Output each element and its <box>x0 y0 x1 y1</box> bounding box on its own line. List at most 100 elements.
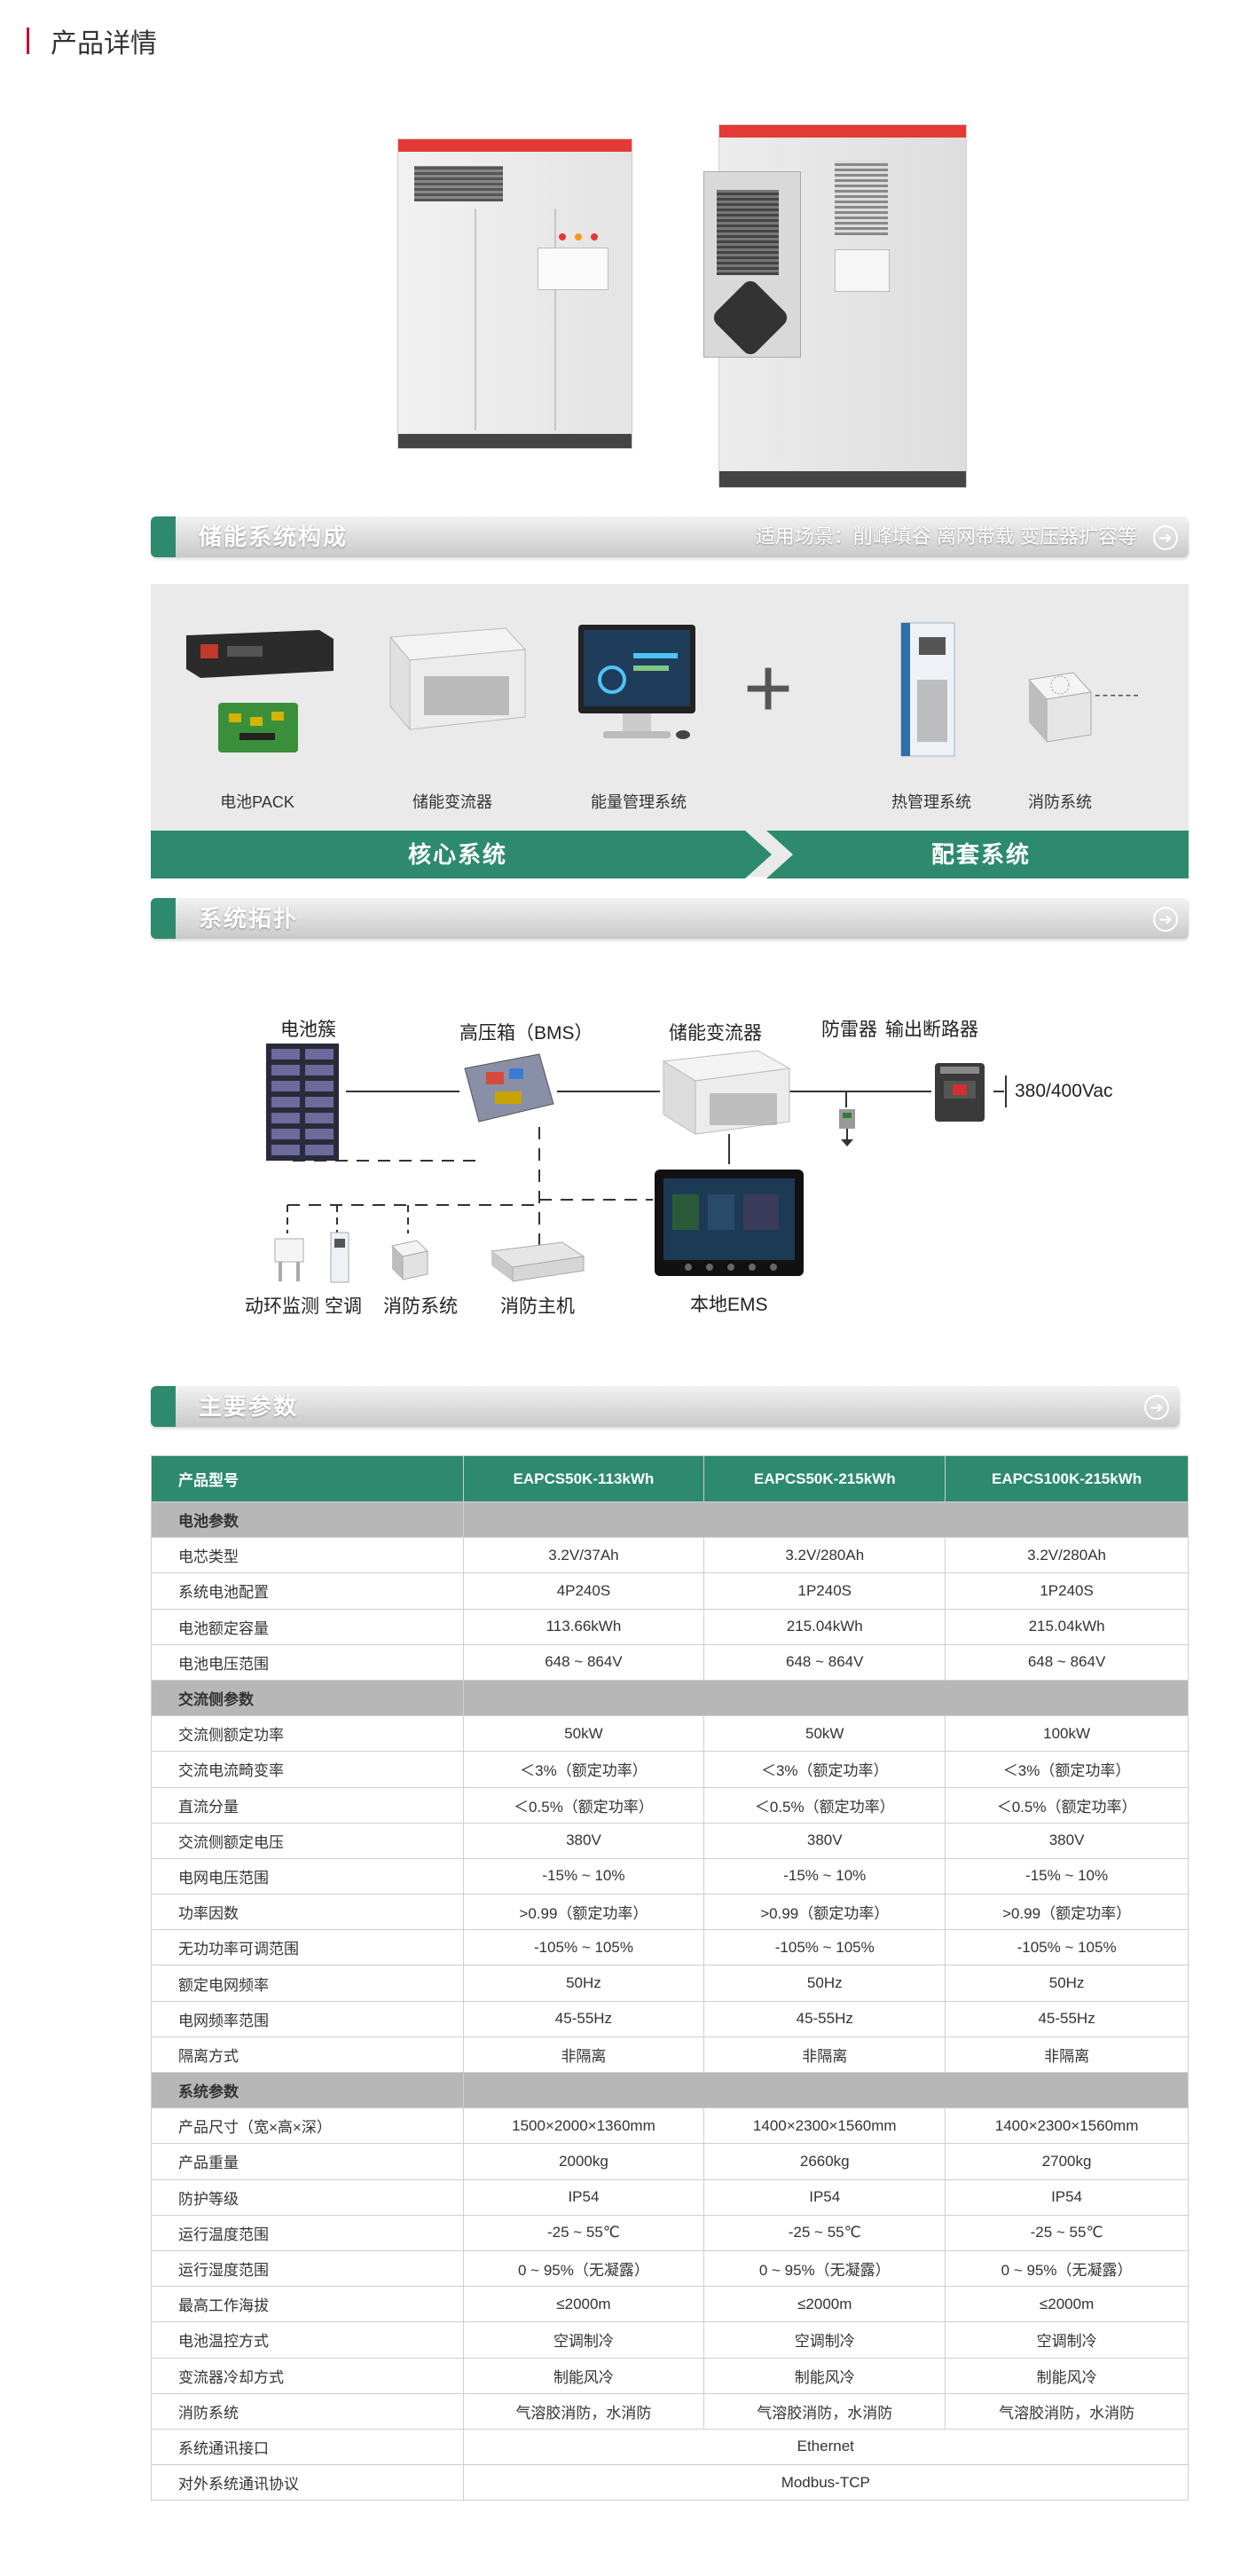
param-name: 隔离方式 <box>151 2036 464 2074</box>
param-value: 空调制冷 <box>462 2321 705 2359</box>
param-value: 215.04kWh <box>945 1608 1189 1645</box>
group-fill <box>462 1679 1189 1717</box>
param-value: 0 ~ 95%（无凝露） <box>703 2249 946 2288</box>
arrow-right-icon[interactable]: ➔ <box>1153 907 1178 932</box>
param-value: 1P240S <box>945 1572 1189 1610</box>
core-system-band <box>151 831 772 878</box>
table-group-row: 交流侧参数 <box>151 1679 1189 1717</box>
topology-diagram: 电池簇 高压箱（BMS） 储能变流器 防雷器 输出断路器 <box>151 976 1189 1349</box>
param-value: Modbus-TCP <box>462 2464 1189 2501</box>
ac-label: 空调 <box>325 1296 362 1317</box>
param-value: ≤2000m <box>462 2286 705 2323</box>
pcs-label: 储能变流器 <box>669 1023 762 1044</box>
param-value: 1400×2300×1560mm <box>945 2107 1189 2145</box>
table-row: 直流分量＜0.5%（额定功率）＜0.5%（额定功率）＜0.5%（额定功率） <box>151 1786 1189 1824</box>
fire-host-icon <box>490 1241 585 1282</box>
param-value: 45-55Hz <box>703 2000 946 2037</box>
param-value: 380V <box>462 1822 705 1859</box>
param-value: 1500×2000×1360mm <box>462 2107 705 2145</box>
param-value: 1400×2300×1560mm <box>703 2107 946 2145</box>
param-value: IP54 <box>462 2178 705 2216</box>
cabinet-front-image <box>397 138 632 449</box>
param-value: 648 ~ 864V <box>462 1643 705 1681</box>
hv-box-icon <box>464 1053 554 1123</box>
param-value: 648 ~ 864V <box>703 1643 946 1681</box>
param-value: ＜3%（额定功率） <box>462 1751 705 1788</box>
arrow-right-icon[interactable]: ➔ <box>1153 525 1178 550</box>
param-value: 2660kg <box>703 2143 946 2180</box>
param-name: 系统电池配置 <box>151 1572 464 1610</box>
table-row: 运行温度范围-25 ~ 55℃-25 ~ 55℃-25 ~ 55℃ <box>151 2214 1189 2251</box>
support-system-label: 配套系统 <box>931 841 1032 868</box>
param-name: 直流分量 <box>151 1786 464 1824</box>
param-name: 电池额定容量 <box>151 1608 464 1645</box>
param-value: >0.99（额定功率） <box>945 1894 1189 1931</box>
group-fill <box>462 2071 1189 2109</box>
param-value: ≤2000m <box>703 2286 946 2323</box>
param-value: 非隔离 <box>703 2036 946 2074</box>
param-value: 非隔离 <box>945 2036 1189 2074</box>
monitor-icon <box>578 625 695 739</box>
hv-box-label: 高压箱（BMS） <box>459 1023 593 1044</box>
cabinet-angle-image <box>703 124 967 488</box>
param-value: IP54 <box>945 2178 1189 2216</box>
param-value: 非隔离 <box>462 2036 705 2074</box>
pcs-icon <box>662 1050 791 1135</box>
thermal-management-icon <box>900 622 955 757</box>
breaker-label: 输出断路器 <box>885 1020 978 1040</box>
param-name: 产品重量 <box>151 2143 464 2180</box>
param-name: 电池温控方式 <box>151 2321 464 2359</box>
table-row: 隔离方式非隔离非隔离非隔离 <box>151 2036 1189 2074</box>
env-monitor-label: 动环监测 <box>245 1296 319 1317</box>
param-value: 50kW <box>462 1715 705 1753</box>
support-system-band <box>766 831 1189 878</box>
arrow-right-icon[interactable]: ➔ <box>1144 1395 1169 1420</box>
param-name: 运行湿度范围 <box>151 2249 464 2288</box>
param-value: ＜3%（额定功率） <box>703 1751 946 1788</box>
param-value: 2000kg <box>462 2143 705 2180</box>
battery-cluster-label: 电池簇 <box>280 1020 336 1040</box>
more-dots: ------ <box>1095 685 1141 705</box>
param-name: 消防系统 <box>151 2392 464 2430</box>
group-fill <box>462 1501 1189 1539</box>
param-value: Ethernet <box>462 2428 1189 2466</box>
param-value: 50Hz <box>703 1965 946 2002</box>
surge-arrester-icon <box>839 1109 855 1146</box>
arrester-label: 防雷器 <box>821 1020 877 1040</box>
param-name: 电网电压范围 <box>151 1857 464 1895</box>
param-name: 防护等级 <box>151 2178 464 2216</box>
section-bar-params: 主要参数 ➔ <box>151 1386 1180 1427</box>
table-row: 最高工作海拔≤2000m≤2000m≤2000m <box>151 2286 1189 2323</box>
param-value: 4P240S <box>462 1572 705 1610</box>
header-cell: EAPCS100K-215kWh <box>945 1455 1189 1502</box>
section-title: 主要参数 <box>199 1393 299 1420</box>
group-label: 电池参数 <box>151 1501 464 1539</box>
param-value: >0.99（额定功率） <box>462 1894 705 1931</box>
param-value: 45-55Hz <box>945 2000 1189 2037</box>
param-value: 制能风冷 <box>462 2357 705 2394</box>
param-name: 电芯类型 <box>151 1537 464 1574</box>
table-row: 电网电压范围-15% ~ 10%-15% ~ 10%-15% ~ 10% <box>151 1857 1189 1895</box>
header-cell: 产品型号 <box>151 1455 464 1502</box>
param-name: 交流侧额定功率 <box>151 1715 464 1753</box>
table-row: 交流电流畸变率＜3%（额定功率）＜3%（额定功率）＜3%（额定功率） <box>151 1751 1189 1788</box>
fire-item: 消防系统 <box>993 618 1126 813</box>
param-value: 0 ~ 95%（无凝露） <box>462 2249 705 2288</box>
param-value: ≤2000m <box>945 2286 1189 2323</box>
table-group-row: 系统参数 <box>151 2071 1189 2109</box>
ems-item: 能量管理系统 <box>559 618 718 813</box>
table-row: 电池温控方式空调制冷空调制冷空调制冷 <box>151 2321 1189 2359</box>
param-name: 功率因数 <box>151 1894 464 1931</box>
param-value: 215.04kWh <box>703 1608 946 1645</box>
fire-system-label: 消防系统 <box>383 1296 458 1317</box>
section-title: 系统拓扑 <box>199 905 299 932</box>
param-value: -105% ~ 105% <box>703 1929 946 1966</box>
param-name: 无功功率可调范围 <box>151 1929 464 1966</box>
